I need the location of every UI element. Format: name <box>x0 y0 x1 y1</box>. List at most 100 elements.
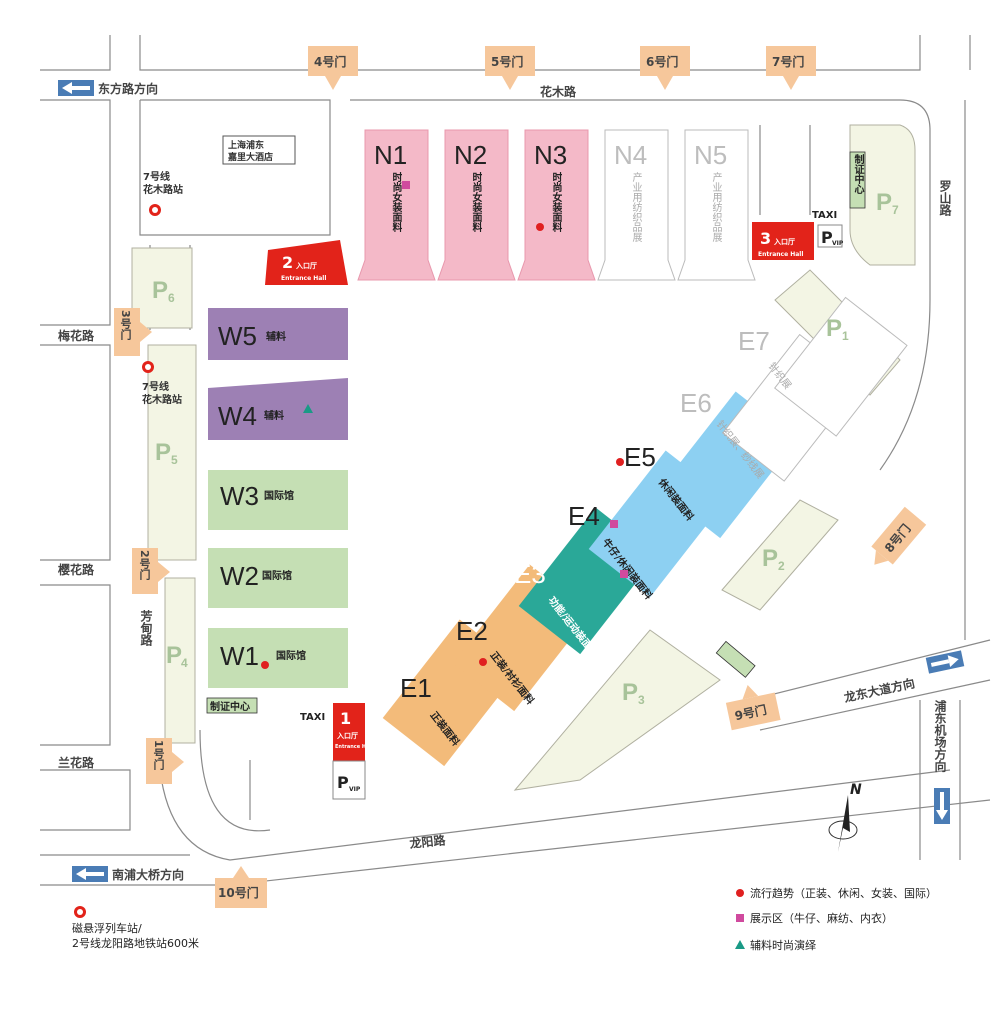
hall-w4-desc: 辅料 <box>264 409 284 422</box>
showcase-marker-e4a <box>610 520 618 528</box>
hall-n4-name: N4 <box>614 140 647 170</box>
entrance-1-num: 1 <box>340 709 351 728</box>
hall-w3-desc: 国际馆 <box>264 489 294 502</box>
gate-3-label: 3号门 <box>119 310 132 340</box>
hotel: 上海浦东 嘉里大酒店 <box>222 135 296 165</box>
metro-icon-north <box>149 204 161 216</box>
metro-7-north-line: 7号线 <box>143 170 170 183</box>
metro-icon-maglev <box>74 906 86 918</box>
hall-w1-desc: 国际馆 <box>276 649 306 662</box>
svg-text:10号门: 10号门 <box>218 885 259 900</box>
hall-n1-name: N1 <box>374 140 407 170</box>
gate-10: 10号门 <box>215 866 267 908</box>
parking-p3 <box>513 629 721 791</box>
road-longdong: 龙东大道方向 <box>843 675 917 705</box>
hall-w2-desc: 国际馆 <box>262 569 292 582</box>
compass-icon: N <box>828 782 862 852</box>
road-huamu: 花木路 <box>540 84 577 99</box>
parking-p3-num: 3 <box>638 693 645 707</box>
svg-text:6号门: 6号门 <box>646 54 678 69</box>
hall-n3-name: N3 <box>534 140 567 170</box>
hall-e7-name: E7 <box>738 326 770 356</box>
parking-p4 <box>164 577 196 744</box>
parking-p2-label: P <box>762 545 778 572</box>
trend-marker-e5 <box>616 458 624 466</box>
svg-text:5号门: 5号门 <box>491 54 523 69</box>
road-meihua: 梅花路 <box>58 328 95 343</box>
accessory-marker-w4 <box>303 404 313 413</box>
legend-showcase: 展示区（牛仔、麻纺、内衣） <box>750 911 893 925</box>
arrow-nanpu <box>72 866 108 882</box>
hall-n2-name: N2 <box>454 140 487 170</box>
maglev-line-2: 2号线龙阳路地铁站600米 <box>72 936 199 950</box>
parking-p5 <box>147 344 197 561</box>
west-halls <box>208 308 348 688</box>
hall-e6-name: E6 <box>680 388 712 418</box>
maglev-line-1: 磁悬浮列车站/ <box>72 921 142 935</box>
entrance-3-cn: 入口厅 <box>773 238 795 246</box>
svg-text:制证中心: 制证中心 <box>210 700 250 713</box>
badge-center-p7 <box>849 151 866 209</box>
road-lanhua: 兰花路 <box>58 755 95 770</box>
legend-trend-icon <box>736 889 744 897</box>
trend-marker-w1 <box>261 661 269 669</box>
legend-trend: 流行趋势（正装、休闲、女装、国际） <box>750 886 937 900</box>
hall-n5-desc: 产业用纺织品展 <box>710 172 721 242</box>
parking-p7-label: P <box>876 189 892 216</box>
hall-w3-name: W3 <box>220 481 259 511</box>
gate-8: 8号门 <box>871 506 927 565</box>
entrance-hall-2: 2 入口厅 Entrance Hall <box>265 240 348 285</box>
road-luoshan: 罗山路 <box>938 180 952 216</box>
road-yinghua: 樱花路 <box>58 562 95 577</box>
hall-w2-name: W2 <box>220 561 259 591</box>
parking-p2-num: 2 <box>778 559 785 573</box>
gate-6: 6号门 <box>640 46 690 90</box>
hall-e2-name: E2 <box>456 616 488 646</box>
showcase-marker-n1 <box>402 181 410 189</box>
hall-w1-name: W1 <box>220 641 259 671</box>
entrance-1-cn: 入口厅 <box>336 732 358 740</box>
badge-center-east <box>715 640 756 678</box>
entrance-3-num: 3 <box>760 229 771 248</box>
entrance-3-en: Entrance Hall <box>758 251 803 258</box>
hall-n2-desc: 时尚女装面料 <box>470 172 481 232</box>
vip-parking-1: P <box>337 773 349 792</box>
gate-1 <box>146 738 184 784</box>
svg-text:9号门: 9号门 <box>733 702 768 723</box>
gate-9: 9号门 <box>725 684 781 731</box>
parking-p1-label: P <box>826 315 842 342</box>
hall-e3-name: E3 <box>514 559 546 589</box>
vip-parking-3: P <box>821 228 833 247</box>
compass-n: N <box>850 782 862 798</box>
hall-w5-desc: 辅料 <box>266 330 286 343</box>
trend-marker-e2 <box>479 658 487 666</box>
trend-marker-n3 <box>536 223 544 231</box>
entrance-1-en: Entrance Hall <box>335 744 373 750</box>
parking-p6-label: P <box>152 277 168 304</box>
badge-center-west: 制证中心 <box>206 697 258 714</box>
hall-n4-desc: 产业用纺织品展 <box>630 172 641 242</box>
hall-e1-name: E1 <box>400 673 432 703</box>
legend: 流行趋势（正装、休闲、女装、国际） 展示区（牛仔、麻纺、内衣） 辅料时尚演绎 <box>735 886 937 952</box>
arrow-longdong <box>925 650 965 674</box>
gate-2-label: 2号门 <box>138 550 151 580</box>
gate-3 <box>114 308 152 356</box>
hall-w4-name: W4 <box>218 401 257 431</box>
arrow-dongfang <box>58 80 94 96</box>
road-pudong-airport: 浦东机场方向 <box>933 700 947 772</box>
parking-p6 <box>131 247 193 329</box>
badge-center-p7-label: 制证中心 <box>852 154 863 194</box>
legend-accessory-icon <box>735 940 745 949</box>
road-longyang: 龙阳路 <box>409 832 447 851</box>
vip-parking-1-sub: VIP <box>349 786 361 793</box>
showcase-marker-e4b <box>620 570 628 578</box>
hall-n3-desc: 时尚女装面料 <box>550 172 561 232</box>
metro-7-south-station: 花木路站 <box>142 393 182 406</box>
road-nanpu: 南浦大桥方向 <box>112 867 184 882</box>
arrow-pudong-airport <box>934 788 950 824</box>
parking-p4-label: P <box>166 642 182 669</box>
parking-p3-label: P <box>622 679 638 706</box>
svg-text:嘉里大酒店: 嘉里大酒店 <box>227 151 273 163</box>
parking-p1-num: 1 <box>842 329 849 343</box>
road-fangdian: 芳甸路 <box>139 610 153 646</box>
